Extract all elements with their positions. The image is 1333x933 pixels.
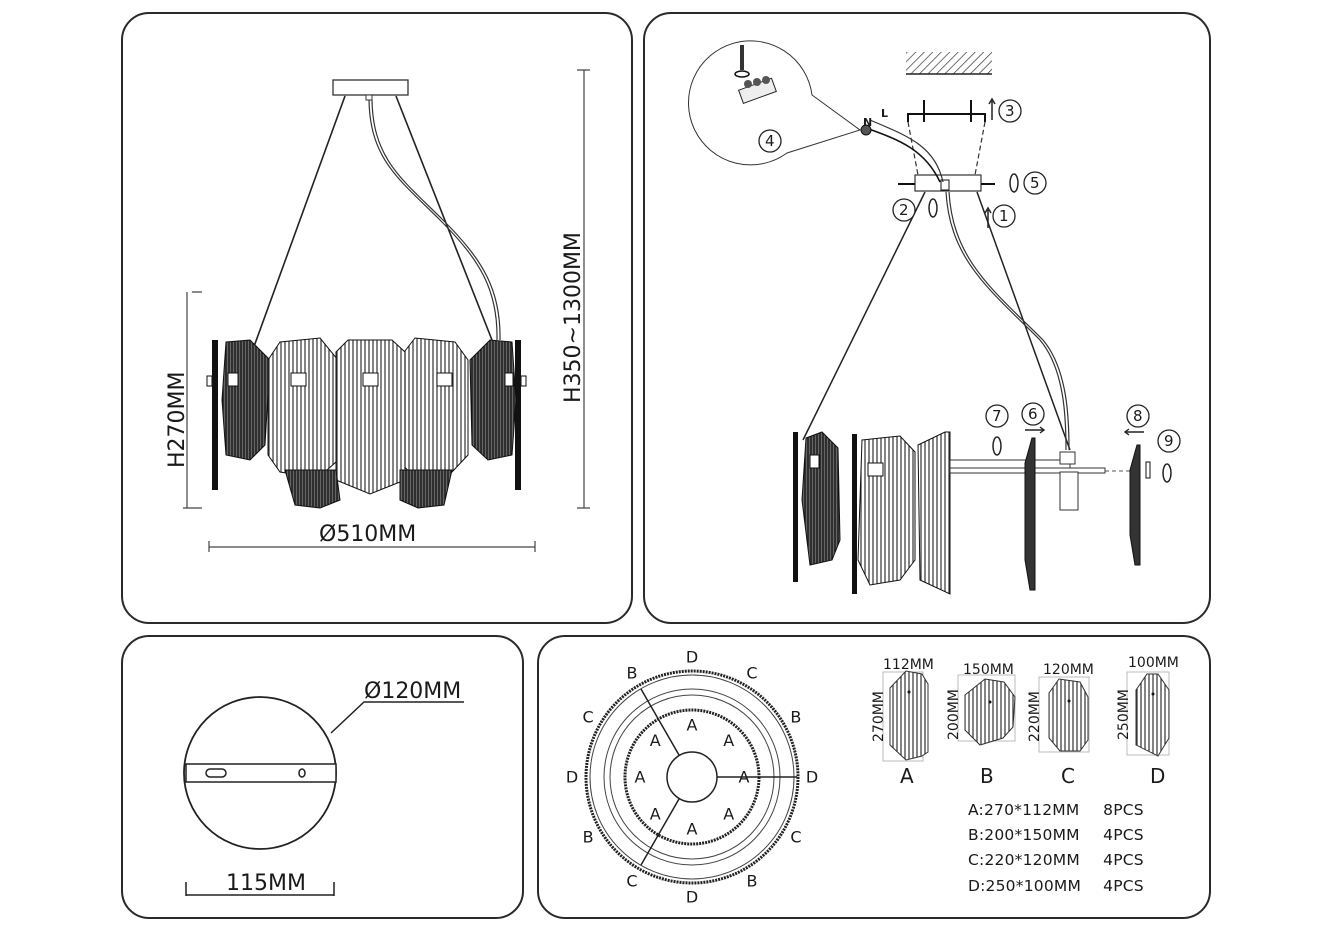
parts-list-row: B:200*150MM 4PCS (968, 826, 1144, 844)
outer-ring-label: D (806, 768, 818, 787)
outer-ring-label: C (626, 872, 637, 891)
outer-ring-label: B (790, 708, 801, 727)
overview-panel (121, 12, 633, 624)
parts-list-qty: 4PCS (1103, 877, 1144, 895)
outer-ring-label: D (686, 888, 698, 907)
diameter-label: Ø510MM (319, 522, 416, 547)
inner-ring-label: A (635, 768, 646, 787)
bracket-length-label: 115MM (226, 871, 306, 896)
inner-ring-label: A (650, 804, 661, 823)
canopy-diameter-label: Ø120MM (364, 679, 461, 704)
inner-ring-label: A (723, 731, 734, 750)
part-c-letter: C (1061, 764, 1075, 788)
step-3-marker: 3 (988, 97, 1022, 123)
suspension-wire (395, 95, 493, 341)
live-wire-label: L (881, 107, 888, 120)
part-d-shape (1126, 671, 1170, 757)
part-d-height: 250MM (1116, 689, 1132, 740)
part-d-width: 100MM (1128, 655, 1179, 671)
step-8-marker: 8 (1123, 404, 1150, 436)
svg-text:4: 4 (765, 132, 775, 150)
mounting-bracket (907, 113, 986, 122)
parts-panel (537, 635, 1211, 919)
outer-ring-label: C (582, 708, 593, 727)
svg-text:1: 1 (999, 207, 1009, 225)
part-b-shape (957, 674, 1016, 746)
step-1-marker: 1 (984, 204, 1016, 228)
height-total-dimension-line (577, 69, 590, 509)
part-b-height: 200MM (946, 689, 962, 740)
svg-text:5: 5 (1030, 174, 1040, 192)
terminal-detail-bubble (688, 40, 862, 166)
step-5-marker: 5 (1009, 171, 1047, 195)
outer-ring-label: C (790, 828, 801, 847)
part-c-height: 220MM (1027, 691, 1043, 742)
part-a-shape (882, 670, 929, 762)
screw-hole (298, 768, 306, 778)
part-a-letter: A (900, 764, 914, 788)
parts-list-spec: A:270*112MM (968, 801, 1080, 819)
chandelier-body (206, 337, 527, 509)
parts-list-row: D:250*100MM 4PCS (968, 877, 1144, 895)
part-d-letter: D (1150, 764, 1165, 788)
svg-text:3: 3 (1005, 102, 1015, 120)
svg-text:2: 2 (899, 201, 909, 219)
step-2-marker: 2 (892, 198, 938, 222)
diameter-leader (330, 701, 464, 734)
step-9-marker: 9 (1157, 429, 1181, 483)
parts-list-row: A:270*112MM 8PCS (968, 801, 1144, 819)
parts-list-qty: 4PCS (1103, 826, 1144, 844)
power-cable (368, 99, 498, 341)
part-b-width: 150MM (963, 662, 1014, 678)
outer-ring-label: B (627, 664, 638, 683)
parts-list-spec: C:220*120MM (968, 851, 1080, 869)
part-a-height: 270MM (871, 691, 887, 742)
parts-list-row: C:220*120MM 4PCS (968, 851, 1144, 869)
parts-list-spec: D:250*100MM (968, 877, 1082, 895)
height-body-dimension-line (183, 291, 202, 509)
svg-text:8: 8 (1133, 407, 1143, 425)
outer-ring-label: D (686, 648, 698, 667)
outer-ring-label: D (566, 768, 578, 787)
assembly-shades (793, 431, 1151, 595)
height-total-label: H350~1300MM (561, 232, 586, 403)
inner-ring-label: A (687, 716, 698, 735)
inner-ring-label: A (723, 804, 734, 823)
svg-text:9: 9 (1164, 432, 1174, 450)
inner-ring-label: A (687, 820, 698, 839)
parts-list-spec: B:200*150MM (968, 826, 1080, 844)
neutral-wire-label: N (863, 116, 872, 129)
ceiling-hatch (906, 52, 992, 74)
part-b-letter: B (980, 764, 994, 788)
step-4-marker: 4 (758, 129, 782, 153)
parts-list-qty: 8PCS (1103, 801, 1144, 819)
outer-ring-label: B (747, 872, 758, 891)
part-c-width: 120MM (1043, 662, 1094, 678)
bracket-dimension-line (185, 882, 335, 896)
outer-ring-label: B (583, 828, 594, 847)
height-body-label: H270MM (165, 372, 190, 469)
slot-hole (205, 768, 227, 778)
diameter-dimension-line (208, 541, 536, 552)
outer-ring-label: C (746, 664, 757, 683)
step-6-marker: 6 (1021, 402, 1046, 434)
part-c-shape (1038, 676, 1090, 753)
inner-ring-label: A (650, 731, 661, 750)
inner-ring-label: A (739, 768, 750, 787)
top-view-layout (584, 669, 800, 885)
svg-text:7: 7 (992, 407, 1002, 425)
svg-text:6: 6 (1028, 405, 1038, 423)
part-a-width: 112MM (883, 657, 934, 673)
step-7-marker: 7 (985, 404, 1009, 456)
ground-symbol (860, 124, 872, 136)
suspension-wire (251, 95, 346, 353)
parts-list-qty: 4PCS (1103, 851, 1144, 869)
